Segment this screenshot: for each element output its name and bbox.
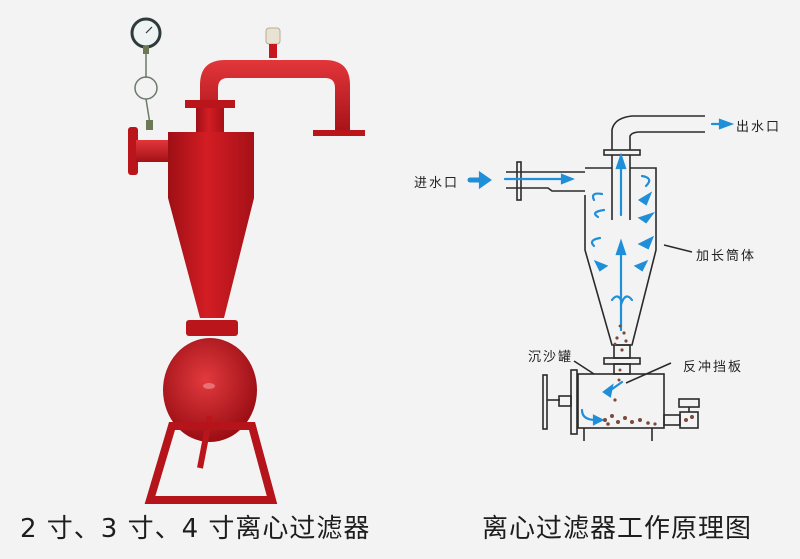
inlet-label: 进水口: [414, 176, 460, 191]
backflush-baffle-label: 反冲挡板: [683, 360, 744, 375]
extended-body-label: 加长筒体: [696, 249, 757, 264]
photo-caption: 2 寸、3 寸、4 寸离心过滤器: [20, 514, 371, 544]
sediment: [603, 324, 694, 426]
pressure-gauge-icon: [130, 17, 162, 130]
air-valve-icon: [265, 27, 281, 58]
outlet-label: 出水口: [736, 120, 782, 135]
diagram-caption: 离心过滤器工作原理图: [482, 514, 753, 544]
flow-arrows: [467, 118, 735, 426]
sand-tank-label: 沉沙罐: [528, 350, 574, 365]
